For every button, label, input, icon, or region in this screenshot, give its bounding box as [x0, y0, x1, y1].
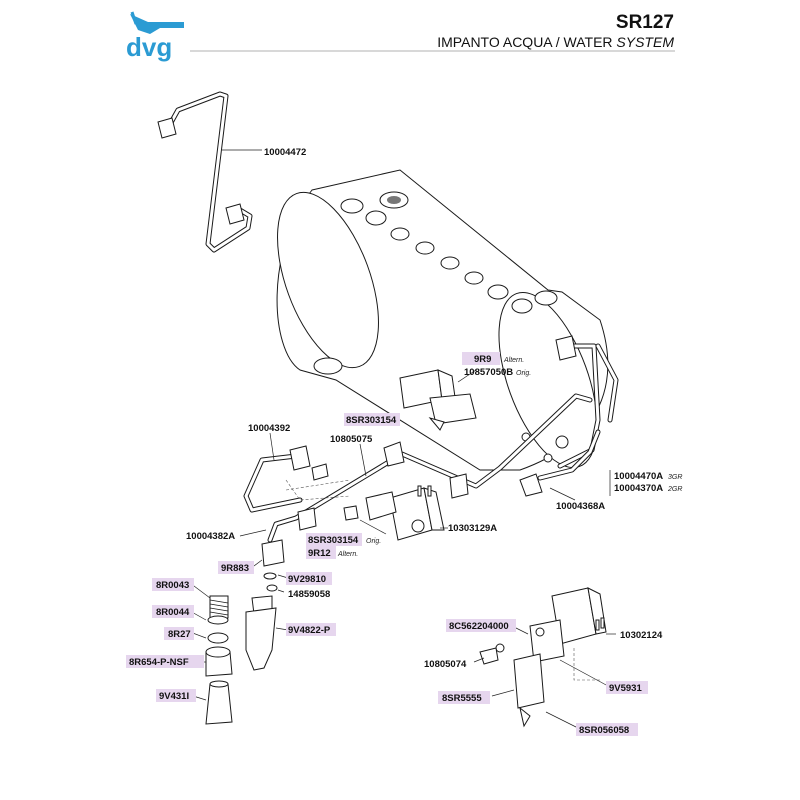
label-10805074: 10805074 — [424, 659, 467, 670]
highlight-8R0044 — [152, 605, 194, 618]
label-9V29810: 9V29810 — [288, 574, 326, 585]
label-8R0044: 8R0044 — [156, 607, 190, 618]
washer-8R27 — [207, 632, 229, 644]
pipe-10004472 — [157, 91, 253, 253]
highlight-9V5931 — [606, 681, 648, 694]
label-9R9: 9R9 — [474, 354, 491, 365]
highlight-9R12 — [306, 546, 336, 559]
highlight-8R27 — [164, 627, 194, 640]
label-8C562204000: 8C562204000 — [449, 621, 509, 632]
label-8R0043: 8R0043 — [156, 580, 189, 591]
note-8SR303154-bot: Orig. — [366, 538, 381, 545]
note-9R12: Altern. — [337, 551, 358, 558]
label-10004392: 10004392 — [248, 423, 290, 434]
fitting-column — [245, 539, 285, 671]
pipe-10004368A — [519, 429, 601, 497]
highlight-9V431I — [156, 689, 196, 702]
boiler-tank — [276, 169, 609, 471]
label-8R27: 8R27 — [168, 629, 191, 640]
highlight-9R883 — [218, 561, 254, 574]
dvg-logo: dvg — [126, 11, 184, 62]
note-9R9: Altern. — [503, 357, 524, 364]
highlight-9V4822P — [286, 623, 336, 636]
pipe-10004470A — [555, 335, 619, 469]
solenoid-valve-10303129A — [343, 485, 445, 541]
highlight-8SR303154-top — [344, 413, 400, 426]
spring-8R0043 — [209, 595, 229, 619]
pipe-10004382A — [267, 393, 593, 543]
part-labels: 10004472 9R9 Altern. 10857050B Orig. 8SR… — [126, 147, 682, 736]
highlight-8R0043 — [152, 578, 194, 591]
label-8SR303154-bot: 8SR303154 — [308, 535, 359, 546]
filter-9V431I — [205, 680, 233, 725]
label-10303129A: 10303129A — [448, 523, 497, 534]
label-9R883: 9R883 — [221, 563, 249, 574]
note-10004470A: 3GR — [668, 474, 682, 481]
highlight-8R654PNSF — [126, 655, 204, 668]
label-14859058: 14859058 — [288, 589, 330, 600]
page-title: IMPANTO ACQUA / WATER SYSTEM — [437, 34, 674, 50]
nut-8R654 — [205, 646, 233, 677]
label-8R654PNSF: 8R654-P-NSF — [129, 657, 189, 668]
label-10004382A: 10004382A — [186, 531, 235, 542]
label-10805075: 10805075 — [330, 434, 373, 445]
label-10004472: 10004472 — [264, 147, 306, 158]
label-8SR5555: 8SR5555 — [442, 693, 482, 704]
brand-text: dvg — [126, 32, 172, 62]
highlight-9R9 — [462, 352, 500, 365]
highlight-8C562204000 — [446, 619, 516, 632]
highlight-8SR5555 — [438, 691, 490, 704]
label-10004370A: 10004370A — [614, 483, 663, 494]
label-10302124: 10302124 — [620, 630, 663, 641]
label-8SR303154-top: 8SR303154 — [346, 415, 397, 426]
label-10004368A: 10004368A — [556, 501, 605, 512]
label-10857050B: 10857050B — [464, 367, 513, 378]
valve-assembly-10302124 — [479, 587, 607, 728]
model-code: SR127 — [616, 12, 674, 33]
note-10004370A: 2GR — [667, 486, 682, 493]
washer-8R0044 — [207, 615, 229, 625]
label-9R12: 9R12 — [308, 548, 331, 559]
label-9V5931: 9V5931 — [609, 683, 642, 694]
boiler-solenoid-valve — [399, 369, 477, 431]
pipe-10004392 — [243, 445, 329, 513]
highlight-9V29810 — [286, 572, 332, 585]
note-10857050B: Orig. — [516, 370, 531, 377]
highlight-8SR303154-bot — [306, 533, 362, 546]
label-8SR056058: 8SR056058 — [579, 725, 629, 736]
label-10004470A: 10004470A — [614, 471, 663, 482]
highlight-8SR056058 — [576, 723, 638, 736]
label-9V4822P: 9V4822-P — [288, 625, 331, 636]
label-9V431I: 9V431I — [159, 691, 189, 702]
